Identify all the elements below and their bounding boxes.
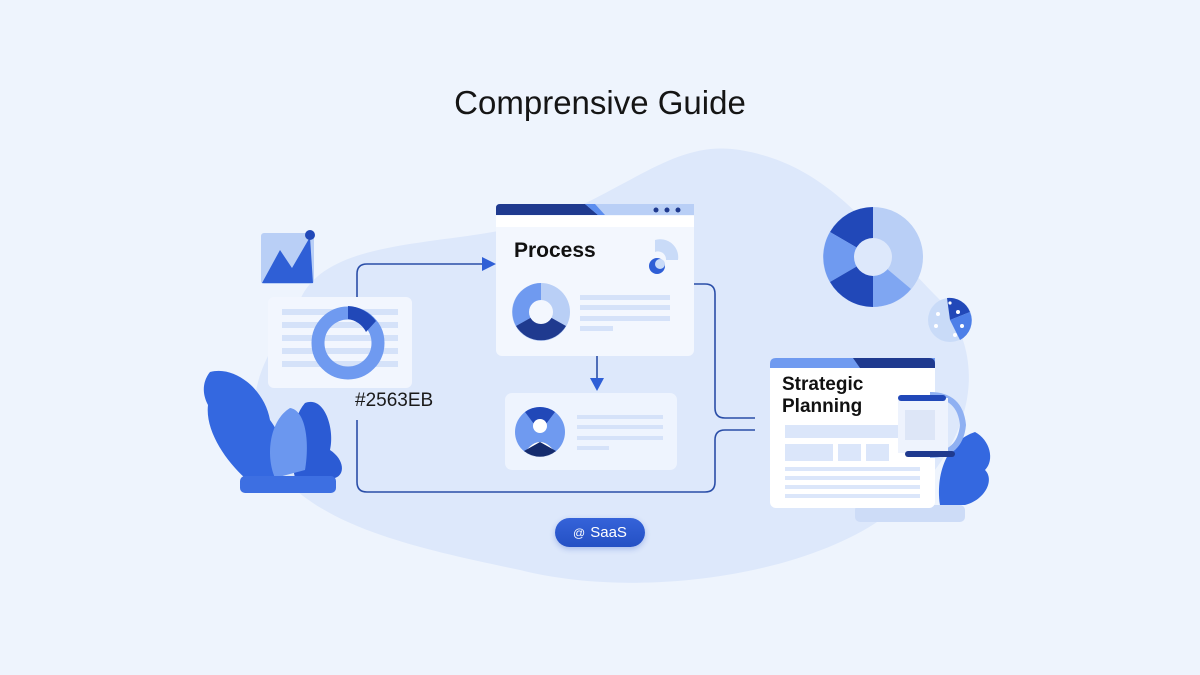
process-donut bbox=[512, 283, 570, 341]
arrow-down-icon bbox=[590, 378, 604, 391]
window-dot bbox=[664, 207, 670, 213]
at-sign-icon: @ bbox=[573, 525, 586, 540]
mug-icon bbox=[898, 392, 967, 458]
window-dot bbox=[675, 207, 681, 213]
report-card bbox=[268, 297, 412, 388]
strategic-card-title: Strategic Planning bbox=[782, 374, 863, 418]
profile-card bbox=[505, 393, 677, 470]
segment-icon bbox=[649, 239, 679, 274]
page-title: Comprensive Guide bbox=[454, 84, 746, 121]
window-dot bbox=[653, 207, 659, 213]
strategic-title-line2: Planning bbox=[782, 396, 863, 417]
user-avatar-icon bbox=[515, 407, 565, 457]
color-hex-label: #2563EB bbox=[355, 390, 434, 411]
pie-chart-icon bbox=[928, 297, 972, 342]
plant-left-icon bbox=[203, 370, 342, 493]
refresh-arrow-icon bbox=[348, 306, 376, 332]
line-chart-icon bbox=[261, 230, 315, 284]
strategic-card bbox=[770, 358, 967, 508]
donut-chart-icon bbox=[823, 207, 923, 307]
strategic-title-line1: Strategic bbox=[782, 374, 864, 395]
saas-badge[interactable]: @ SaaS bbox=[555, 518, 645, 547]
arrow-right-icon bbox=[482, 257, 496, 271]
connector-lines bbox=[356, 263, 755, 493]
process-window bbox=[496, 204, 694, 356]
process-card-title: Process bbox=[514, 239, 596, 262]
saas-badge-label: SaaS bbox=[590, 524, 627, 541]
